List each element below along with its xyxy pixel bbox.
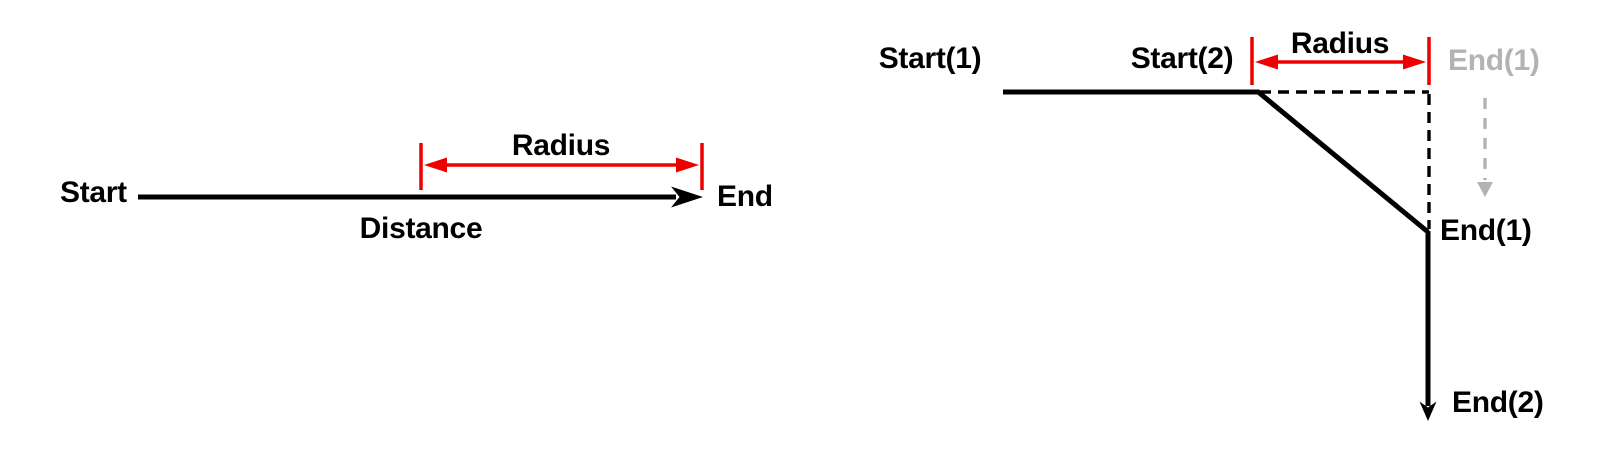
end2-label: End(2) [1452,386,1544,419]
start-label: Start [60,176,127,209]
distance-label: Distance [359,212,483,245]
distance-arrowhead-icon [671,186,703,208]
end2-arrowhead-icon [1419,401,1437,421]
end1-label: End(1) [1440,214,1532,247]
ghost-end1-label: End(1) [1448,44,1540,77]
right-radius-diagram [1003,37,1493,421]
start1-label: Start(1) [878,42,982,75]
segment-diagonal-start2-end1 [1255,89,1430,234]
radius2-label: Radius [1290,27,1390,60]
radius2-arrowhead-right-icon [1403,54,1426,70]
radius-label: Radius [511,129,611,162]
ghost-end-arrowhead-icon [1477,182,1493,197]
radius2-arrowhead-left-icon [1255,54,1278,70]
radius-arrowhead-right-icon [676,157,699,173]
left-distance-diagram [138,143,704,208]
start2-label: Start(2) [1130,42,1234,75]
end-label: End [717,180,773,213]
radius-arrowhead-left-icon [424,157,447,173]
